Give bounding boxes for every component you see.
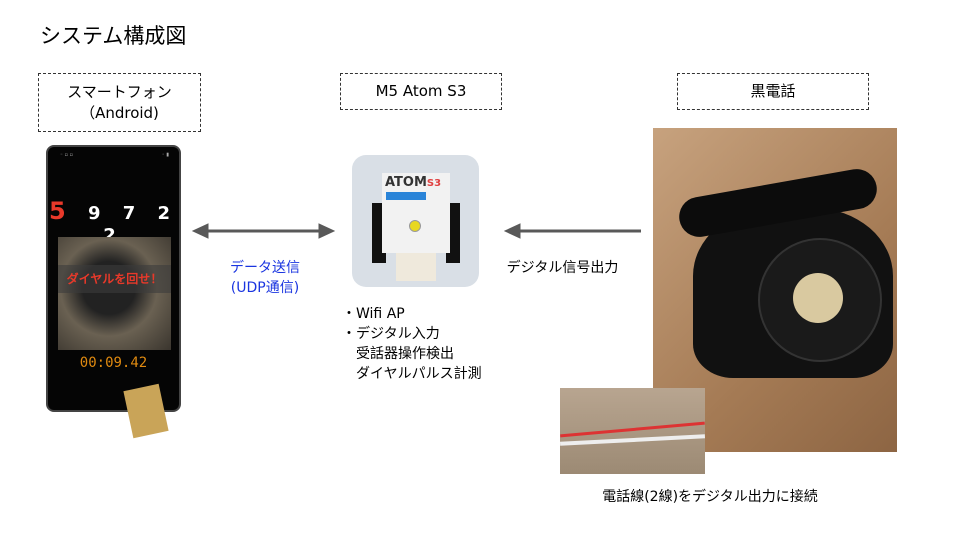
feature-item: ・Wifi AP bbox=[342, 306, 405, 322]
current-digit: 5 bbox=[48, 197, 74, 225]
dial-center bbox=[793, 273, 843, 323]
digital-output-label: デジタル信号出力 bbox=[506, 260, 619, 276]
slide-title: システム構成図 bbox=[40, 24, 187, 48]
atom-logo: ATOMS3 bbox=[385, 175, 442, 190]
telephone-label-box: 黒電話 bbox=[677, 73, 869, 110]
wire-connection-photo bbox=[559, 388, 706, 474]
smartphone-os-label: （Android) bbox=[80, 103, 159, 122]
timer: 00:09.42 bbox=[79, 355, 148, 371]
wire-caption: 電話線(2線)をデジタル出力に接続 bbox=[602, 489, 818, 505]
feature-item: 受話器操作検出 bbox=[342, 346, 454, 362]
feature-item: ・デジタル入力 bbox=[342, 326, 440, 342]
device-label-box: M5 Atom S3 bbox=[340, 73, 502, 110]
m5-atom-s3-photo: ATOMS3 bbox=[352, 155, 479, 287]
smartphone-screenshot: ◦ ▫ ▫◦ ▮ 5 9 7 2 2 ダイヤルを回せ！ 00:09.42 bbox=[46, 145, 181, 439]
black-telephone-photo bbox=[653, 128, 897, 452]
dial-prompt: ダイヤルを回せ！ bbox=[58, 265, 171, 293]
feature-item: ダイヤルパルス計測 bbox=[342, 366, 482, 382]
feature-list: ・Wifi AP ・デジタル入力 受話器操作検出 ダイヤルパルス計測 bbox=[342, 304, 482, 384]
double-arrow bbox=[191, 223, 336, 239]
atom-label-face bbox=[382, 173, 450, 253]
left-arrow bbox=[503, 223, 641, 239]
status-bar: ◦ ▫ ▫◦ ▮ bbox=[60, 152, 169, 158]
atom-blue-bar bbox=[386, 192, 426, 200]
smartphone-label: スマートフォン bbox=[67, 82, 172, 101]
smartphone-label-box: スマートフォン （Android) bbox=[38, 73, 201, 132]
telephone-image: ダイヤルを回せ！ bbox=[58, 237, 171, 439]
telephone-label: 黒電話 bbox=[750, 82, 796, 100]
device-label: M5 Atom S3 bbox=[375, 82, 467, 100]
atom-connector bbox=[396, 253, 436, 281]
udp-label: (UDP通信) bbox=[230, 280, 300, 296]
atom-led bbox=[409, 220, 421, 232]
data-transfer-label: データ送信 bbox=[230, 260, 300, 276]
